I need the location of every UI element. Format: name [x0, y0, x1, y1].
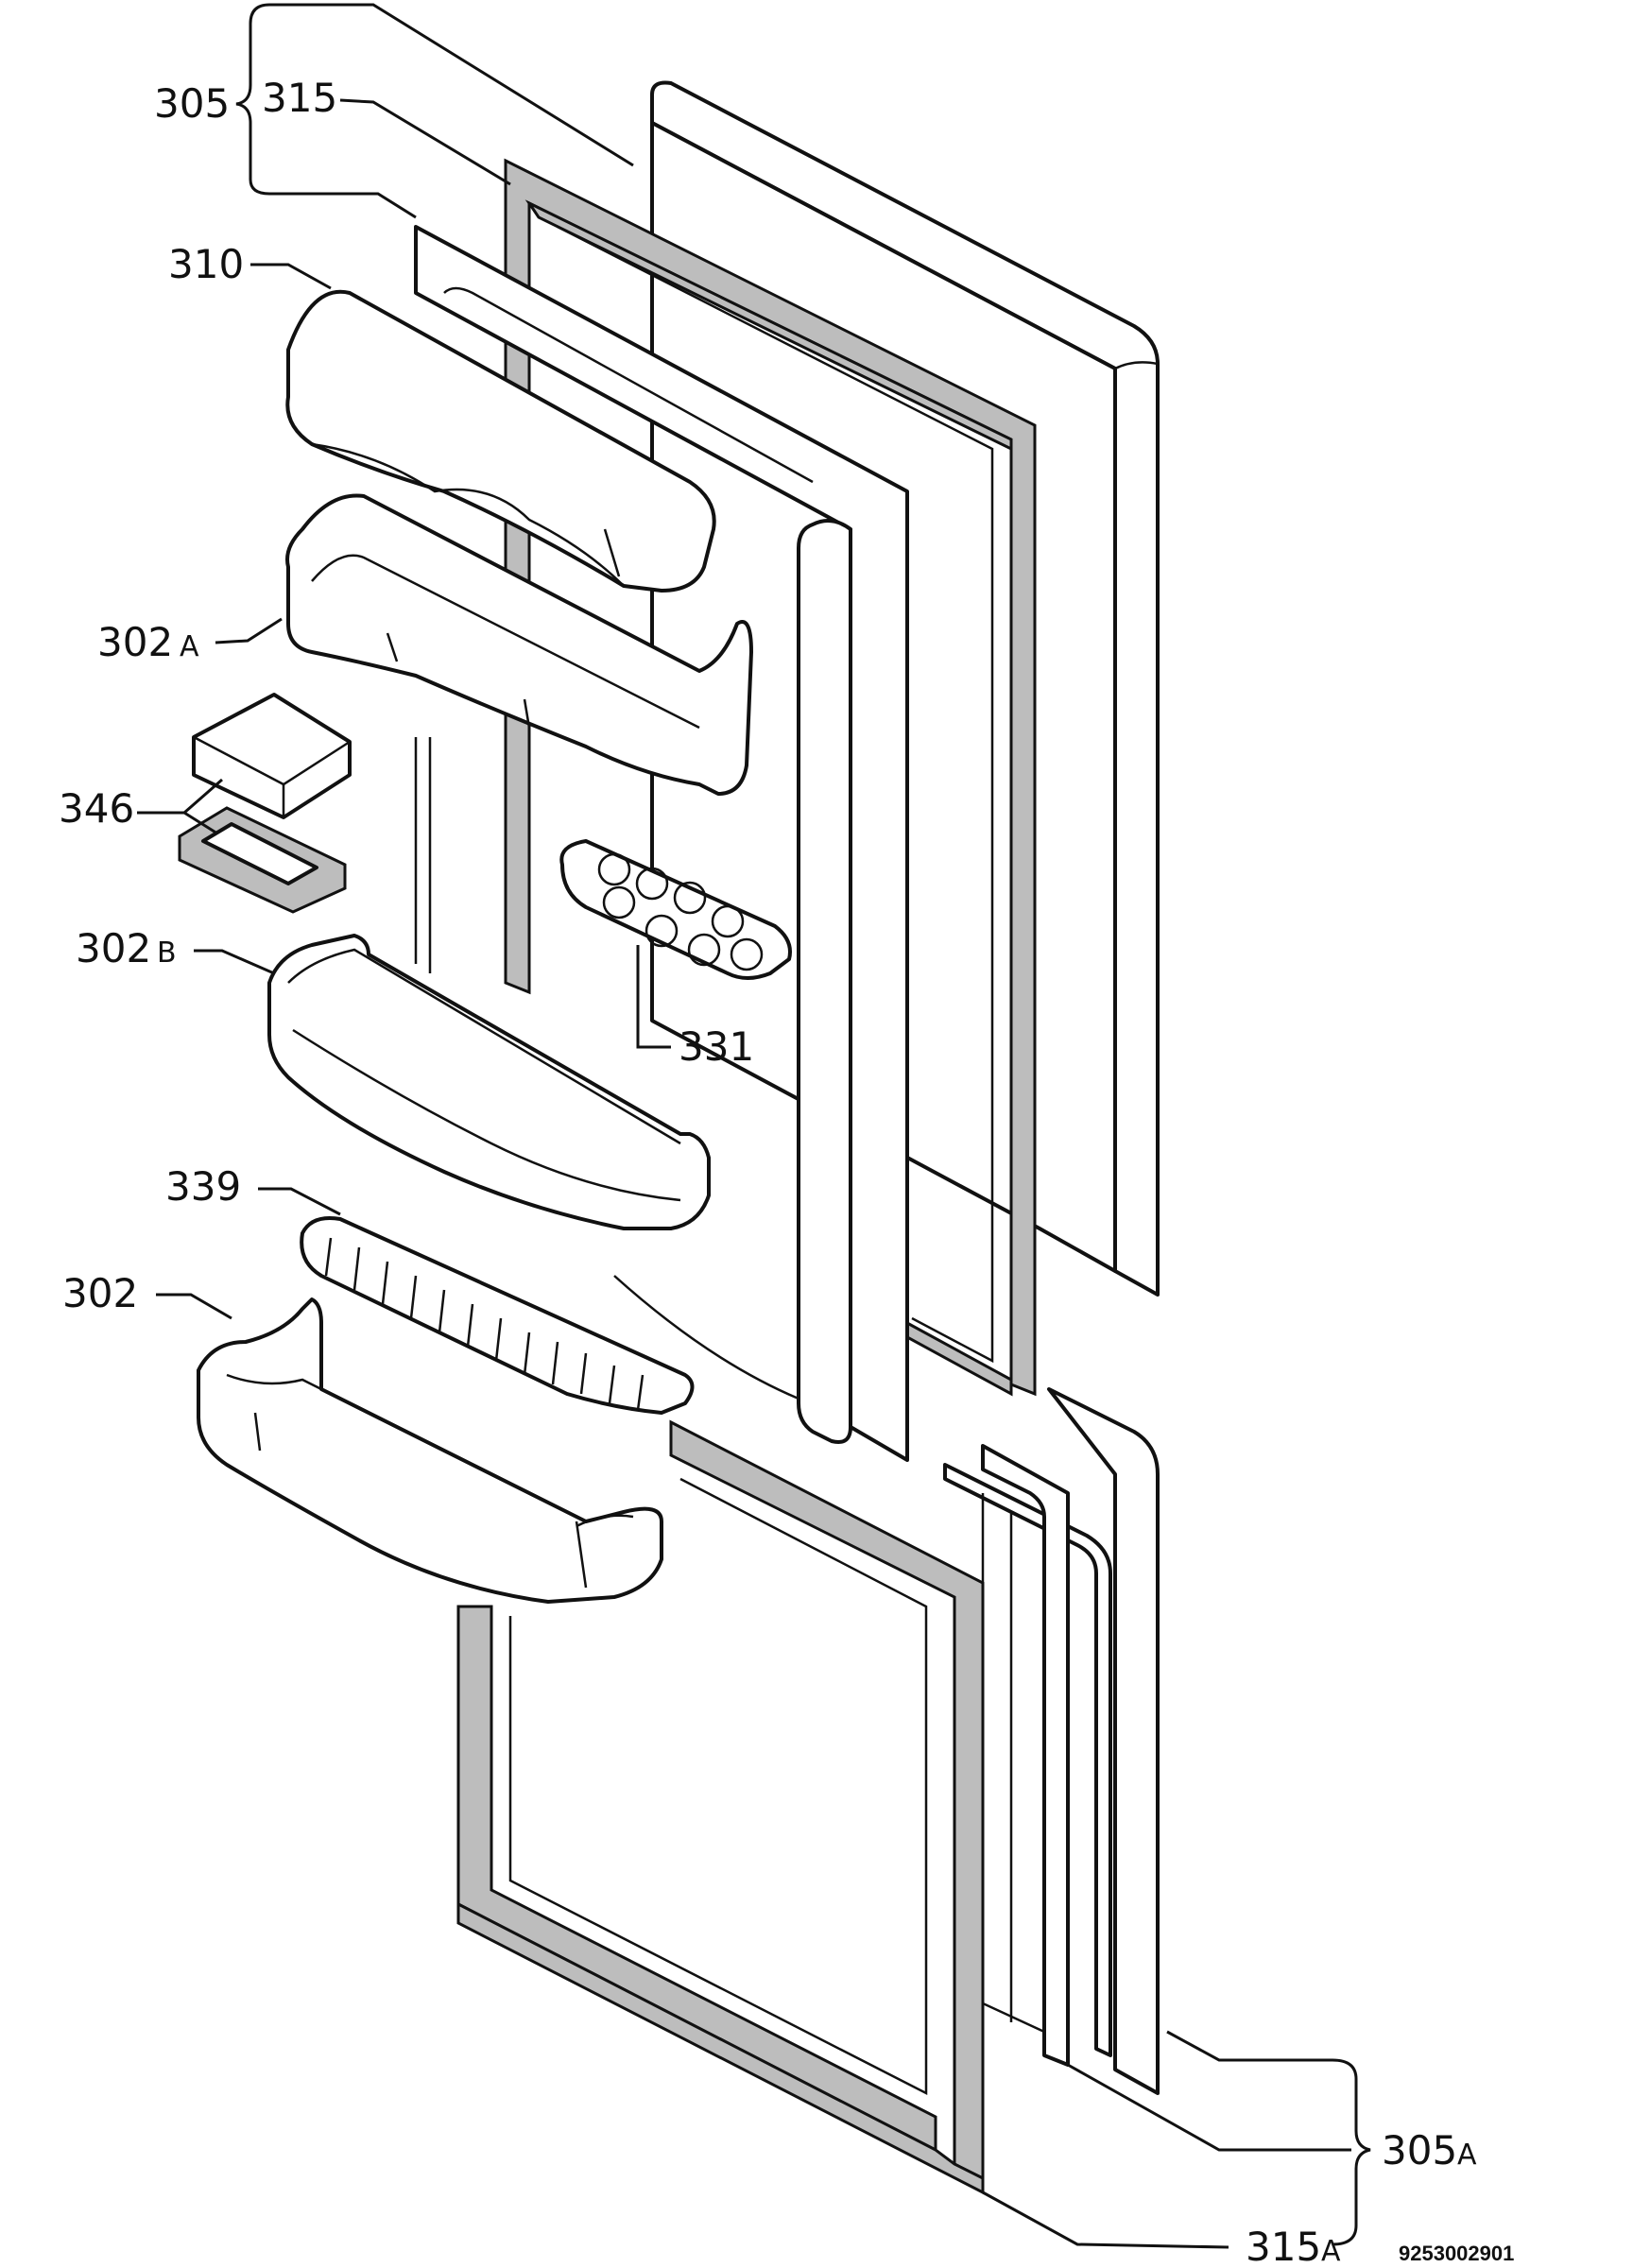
holder-346	[178, 693, 352, 914]
shelf-302a	[285, 493, 753, 796]
label-339: 339	[165, 1163, 241, 1210]
label-305a: 305	[1382, 2127, 1457, 2174]
shelf-302b	[267, 934, 711, 1230]
label-302a-suffix: A	[180, 630, 199, 663]
upper-door-liner	[414, 225, 909, 1462]
part-labels: 305 315 310 302 A 346 302 B 331 339 302 …	[59, 75, 1514, 2268]
egg-tray-331	[559, 839, 792, 980]
shelf-302-bottom	[197, 1297, 663, 1604]
upper-door-gasket	[504, 158, 1037, 1397]
label-315: 315	[262, 75, 337, 121]
label-315a: 315	[1246, 2224, 1321, 2268]
label-310: 310	[168, 241, 244, 287]
label-302: 302	[62, 1270, 138, 1316]
label-305a-suffix: A	[1457, 2139, 1477, 2172]
label-346: 346	[59, 785, 134, 832]
bottle-rack-339	[300, 1216, 695, 1415]
label-302a: 302	[97, 619, 173, 665]
leader-lines	[137, 3, 1371, 2249]
label-305: 305	[154, 80, 230, 127]
label-331: 331	[679, 1023, 754, 1070]
drawing-reference-number: 9253002901	[1399, 2242, 1514, 2265]
lower-door-gasket	[456, 1419, 985, 2195]
label-302b: 302	[76, 925, 151, 971]
label-315a-suffix: A	[1321, 2235, 1341, 2268]
label-302b-suffix: B	[157, 936, 177, 970]
top-shelf-lid	[285, 289, 716, 593]
